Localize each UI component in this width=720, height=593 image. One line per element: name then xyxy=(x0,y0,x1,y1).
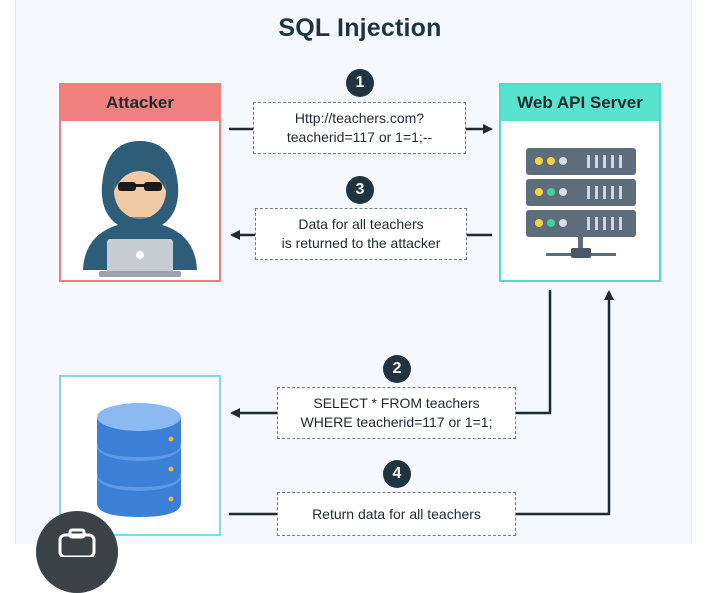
step-3-line-2: is returned to the attacker xyxy=(281,235,441,251)
step-4-line-1: Return data for all teachers xyxy=(312,505,481,522)
attacker-card: Attacker xyxy=(59,83,221,282)
step-3-line-1: Data for all teachers xyxy=(298,216,424,232)
diagram-title: SQL Injection xyxy=(278,14,442,42)
step-3-badge: 3 xyxy=(346,176,374,204)
arrow-step-2-connector xyxy=(516,290,552,415)
step-2-line-1: SELECT * FROM teachers xyxy=(313,395,480,411)
step-2-query-box: SELECT * FROM teachers WHERE teacherid=1… xyxy=(277,387,516,439)
camera-button[interactable] xyxy=(36,511,118,593)
step-2-badge: 2 xyxy=(383,355,411,383)
arrow-step-4-connector xyxy=(516,290,614,516)
step-3-response-box: Data for all teachers is returned to the… xyxy=(255,208,467,260)
step-1-line-1: Http://teachers.com? xyxy=(294,110,425,126)
step-4-return-box: Return data for all teachers xyxy=(277,492,516,536)
server-header: Web API Server xyxy=(501,85,659,121)
step-1-request-box: Http://teachers.com? teacherid=117 or 1=… xyxy=(253,102,466,154)
server-rack-icon xyxy=(526,148,636,258)
step-1-line-2: teacherid=117 or 1=1;-- xyxy=(286,129,433,145)
connector-arrows xyxy=(229,124,614,516)
step-2-line-2: WHERE teacherid=117 or 1=1; xyxy=(300,414,493,430)
step-1-badge: 1 xyxy=(346,69,374,97)
step-4-badge: 4 xyxy=(383,460,411,488)
hooded-hacker-icon xyxy=(83,141,197,277)
attacker-header: Attacker xyxy=(61,85,219,121)
database-icon xyxy=(97,403,181,517)
camera-icon xyxy=(58,528,96,557)
database-card xyxy=(59,375,221,536)
server-card: Web API Server xyxy=(499,83,661,282)
